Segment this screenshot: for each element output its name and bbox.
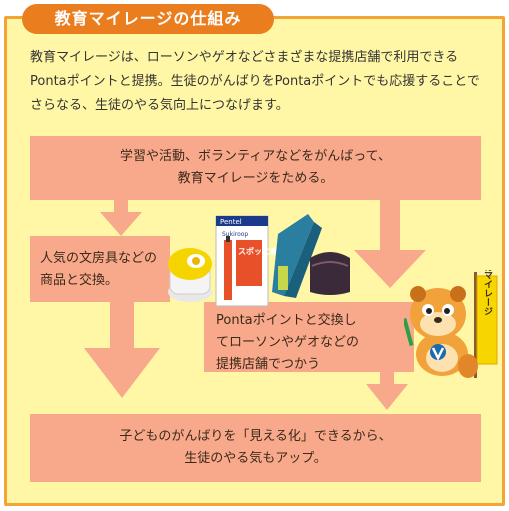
pouch-image <box>310 252 350 295</box>
sharpener-image <box>168 248 212 302</box>
product-images: Pentel Sukiroop スポッと暗記 <box>168 214 350 307</box>
arrow-to-ponta <box>354 200 426 288</box>
arrow-ponta-to-result <box>366 372 408 410</box>
step-ponta-box: Pontaポイントと交換し てローソンやゲオなどの 提携店舗でつかう <box>204 302 414 372</box>
step-goods-box: 人気の文房具などの 商品と交換。 <box>30 236 170 302</box>
pen-package-image: Pentel Sukiroop スポッと暗記 <box>215 215 286 307</box>
mascot-flag: 教育マイレージ <box>474 270 498 378</box>
section-title: 教育マイレージの仕組み <box>22 4 274 34</box>
step-ponta-line3: 提携店舗でつかう <box>216 357 321 372</box>
ponta-mascot-image: 教育マイレージ <box>404 270 498 378</box>
step-goods-line2: 商品と交換。 <box>40 273 119 288</box>
step-earn-box: 学習や活動、ボランティアなどをがんばって、 教育マイレージをためる。 <box>30 136 481 200</box>
arrow-goods-to-result <box>84 302 160 398</box>
step-ponta-line2: てローソンやゲオなどの <box>216 335 360 350</box>
step-result-line1: 子どものがんばりを「見える化」できるから、 <box>119 429 392 444</box>
intro-text: 教育マイレージは、ローソンやゲオなどさまざまな提携店舗で利用できるPontaポイ… <box>30 50 480 113</box>
arrow-to-goods <box>100 200 142 236</box>
step-earn-line1: 学習や活動、ボランティアなどをがんばって、 <box>120 149 391 164</box>
pen-label-text: スポッと暗記 <box>238 246 286 256</box>
step-result-line2: 生徒のやる気もアップ。 <box>184 451 327 466</box>
step-result-box: 子どものがんばりを「見える化」できるから、 生徒のやる気もアップ。 <box>30 414 481 482</box>
pencil-case-image <box>272 214 322 298</box>
pen-brand-text: Pentel <box>220 218 242 226</box>
step-earn-line2: 教育マイレージをためる。 <box>177 171 334 186</box>
step-goods-line1: 人気の文房具などの <box>40 251 158 266</box>
pen-sub-text: Sukiroop <box>222 231 248 238</box>
mascot-flag-text: 教育マイレージ <box>482 270 494 316</box>
step-ponta-line1: Pontaポイントと交換し <box>216 313 357 328</box>
